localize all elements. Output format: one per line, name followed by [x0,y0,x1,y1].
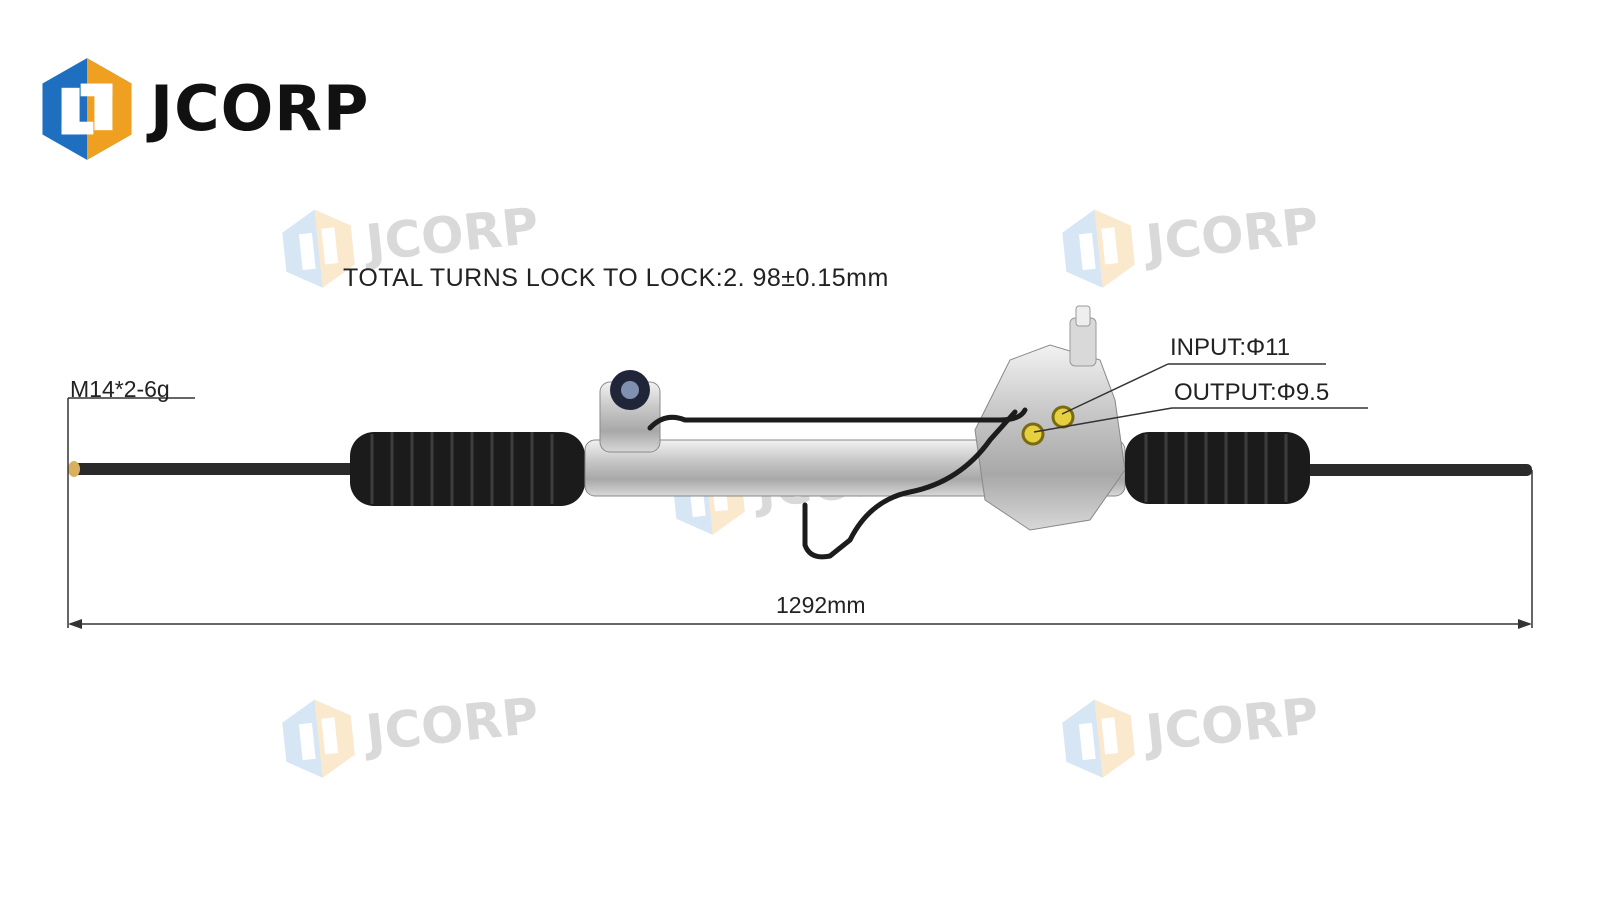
mounting-bushing [599,370,661,453]
brand-name: JCORP [150,72,370,145]
overall-length-label: 1292mm [776,592,866,618]
hydraulic-lines [647,407,1028,560]
pinion-valve-housing [974,305,1126,531]
output-port-label: OUTPUT:Φ9.5 [1174,379,1330,406]
thread-spec-label: M14*2-6g [70,376,170,402]
brand-logo: JCORP [40,56,369,162]
jcorp-logo-icon [42,58,132,160]
callout-leaders [67,363,1533,628]
right-tie-rod [1300,464,1532,476]
right-bellows-boot [1125,432,1310,504]
length-dimension-line [68,619,1532,629]
left-bellows-boot [350,432,585,506]
turns-lock-to-lock-note: TOTAL TURNS LOCK TO LOCK:2. 98±0.15mm [343,264,889,292]
left-tie-rod [68,461,362,477]
input-port-label: INPUT:Φ11 [1170,334,1291,361]
